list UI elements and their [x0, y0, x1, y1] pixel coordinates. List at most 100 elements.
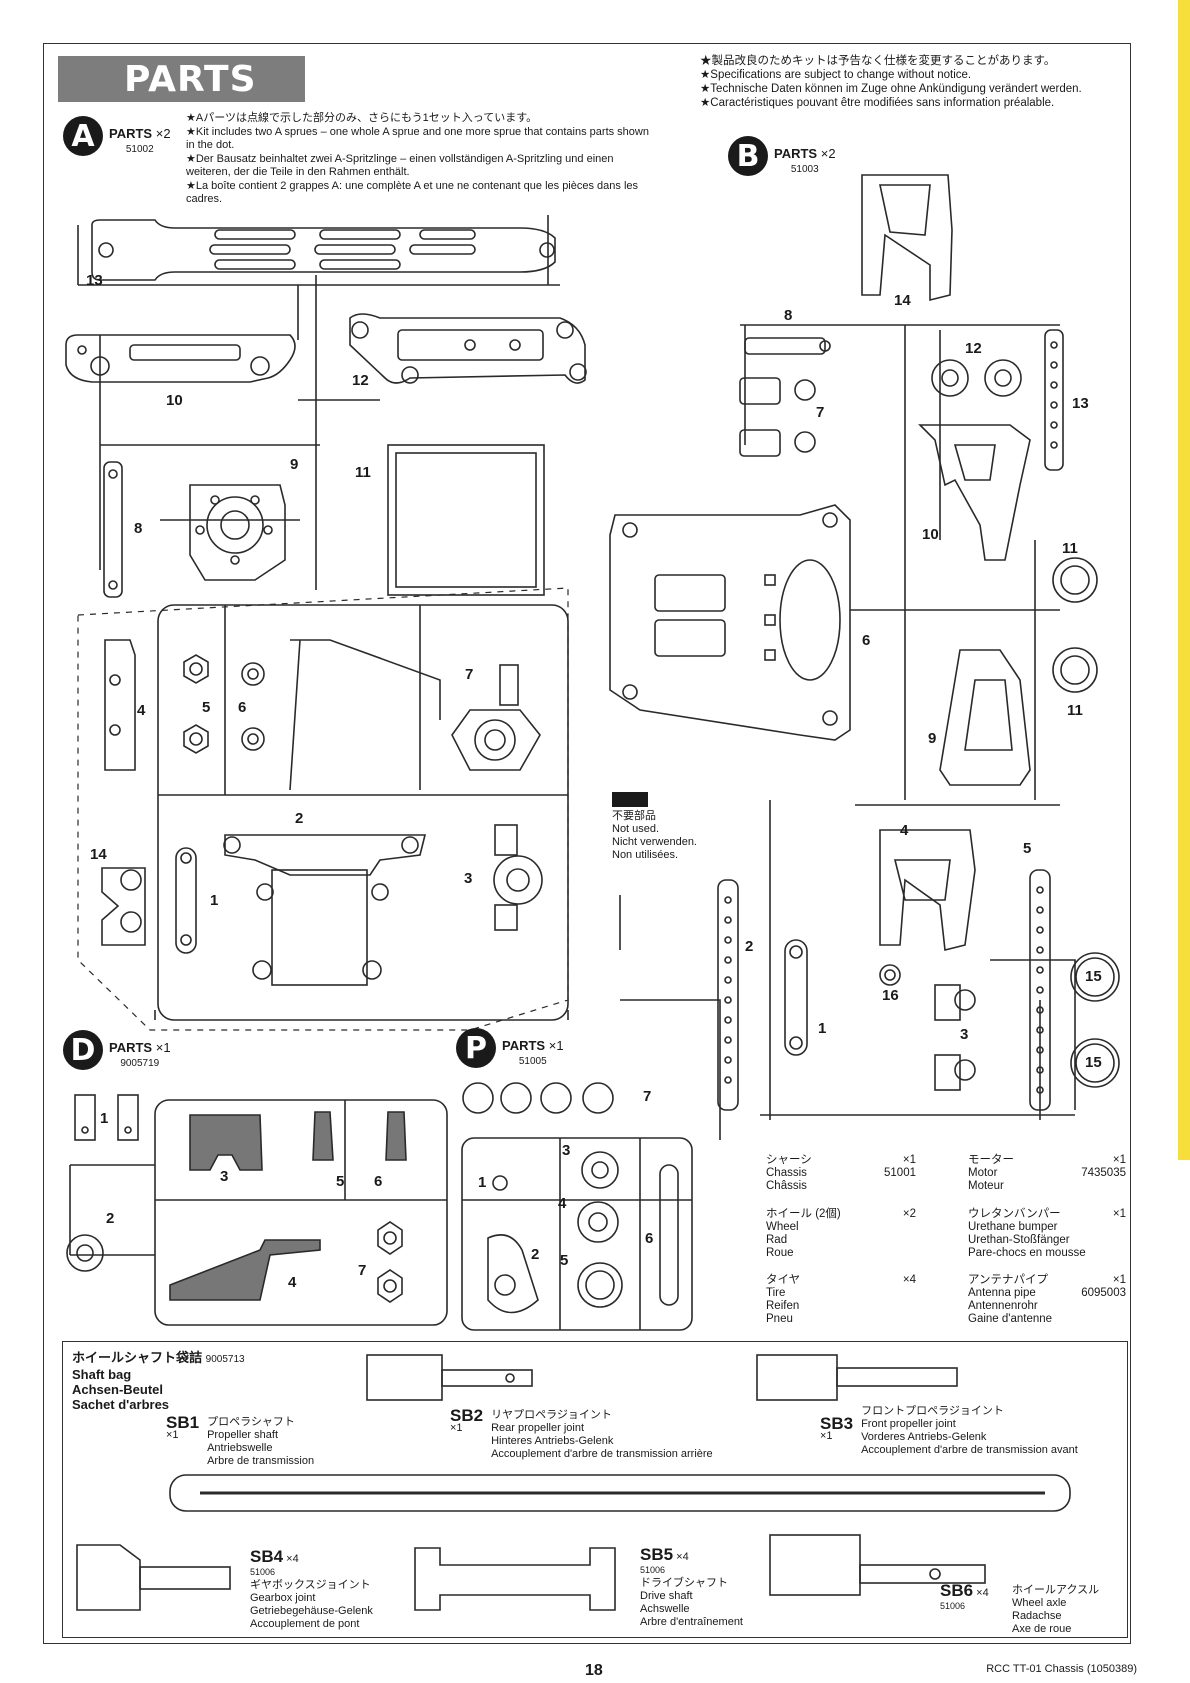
- sprue-a-part-11: [387, 444, 545, 596]
- sprue-b-part-8: [744, 337, 831, 355]
- part-number: 3: [464, 870, 473, 887]
- sb-code: SB5: [640, 1545, 674, 1564]
- part-number: 15: [1085, 968, 1102, 985]
- sprue-b-part-5: [1029, 869, 1051, 1111]
- sprue-p-part-3: [581, 1151, 619, 1189]
- page-frame: [43, 43, 1131, 1644]
- not-used-swatch: [612, 792, 648, 807]
- part-number: 7: [465, 666, 474, 683]
- sprue-d-runners: [69, 1099, 448, 1326]
- part-number: 9: [928, 730, 937, 747]
- spec-note: ★Specifications are subject to change wi…: [700, 69, 972, 81]
- sprue-b-part-12: [931, 359, 1022, 397]
- part-number: 2: [106, 1210, 115, 1227]
- misc-code: 6095003: [1081, 1287, 1126, 1299]
- part-number: 12: [352, 372, 369, 389]
- misc-qty: ×2: [902, 1208, 916, 1220]
- misc-line: Roue: [766, 1247, 794, 1259]
- misc-line: Moteur: [968, 1180, 1004, 1192]
- sprue-a-part-2: [223, 834, 427, 986]
- misc-line: Motor: [968, 1167, 998, 1179]
- part-number: 11: [1062, 540, 1078, 557]
- sprue-a-part-6: [241, 662, 265, 751]
- sprue-a-part-1: [175, 847, 197, 954]
- sb6-drawing: [769, 1534, 986, 1596]
- part-number: 13: [86, 272, 103, 289]
- spec-note: ★Caractéristiques pouvant être modifiées…: [700, 97, 1055, 109]
- sprue-a-part-12: [349, 313, 587, 384]
- misc-item-tire: タイヤ×4 Tire Reifen Pneu: [766, 1274, 916, 1326]
- sb-code: SB6: [940, 1581, 974, 1600]
- sprue-a-part-14: [101, 867, 146, 946]
- sb-line: ギヤボックスジョイント: [250, 1579, 371, 1591]
- part-number: 9: [290, 456, 299, 473]
- sprue-a-part-13: [91, 219, 556, 281]
- sb-code: SB1: [166, 1413, 200, 1432]
- misc-jp: アンテナパイプ: [968, 1274, 1049, 1286]
- part-number: 4: [288, 1274, 297, 1291]
- part-number: 1: [100, 1110, 109, 1127]
- sprue-d-part-6: [385, 1111, 407, 1161]
- sb-qty: ×1: [450, 1422, 463, 1434]
- not-used-text: Not used.: [612, 823, 660, 835]
- sprue-p-header: P PARTS ×1 51005: [456, 1028, 564, 1070]
- sprue-b-badge: B: [728, 136, 768, 176]
- page-title: PARTS: [58, 56, 305, 102]
- shaft-item-sb5: SB5 ×4 51006 ドライブシャフト Drive shaft Achswe…: [640, 1545, 743, 1629]
- sprue-p-part-2: [487, 1234, 539, 1314]
- sb-qty: ×4: [676, 1551, 689, 1563]
- part-number: 6: [238, 699, 247, 716]
- sprue-a-part-7: [451, 664, 541, 771]
- document-id: RCC TT-01 Chassis (1050389): [986, 1663, 1137, 1675]
- sb-line: Radachse: [1012, 1610, 1062, 1622]
- sb-sub: 51006: [250, 1567, 276, 1577]
- sprue-b-part-10: [918, 424, 1031, 561]
- sprue-a-note: ★Kit includes two A sprues – one whole A…: [186, 126, 649, 151]
- sprue-b-part-2: [717, 879, 739, 1111]
- part-number: 13: [1072, 395, 1089, 412]
- sb-line: プロペラシャフト: [207, 1416, 295, 1428]
- sb-line: ドライブシャフト: [640, 1577, 728, 1589]
- part-number: 2: [295, 810, 304, 827]
- part-number: 1: [210, 892, 219, 909]
- sprue-b-part-14: [861, 174, 953, 302]
- sb-line: Wheel axle: [1012, 1597, 1067, 1609]
- sprue-b-header: B PARTS ×2 51003: [728, 136, 836, 178]
- sb-line: Getriebegehäuse-Gelenk: [250, 1605, 373, 1617]
- sb-line: Achswelle: [640, 1603, 690, 1615]
- sprue-b-runners: [619, 324, 1076, 1140]
- shaft-bag-code: 9005713: [205, 1354, 245, 1365]
- sb-line: Antriebswelle: [207, 1442, 273, 1454]
- misc-line: Tire: [766, 1287, 786, 1299]
- sb-line: Rear propeller joint: [491, 1422, 585, 1434]
- sb-qty: ×1: [166, 1429, 179, 1441]
- misc-line: Rad: [766, 1234, 788, 1246]
- misc-qty: ×1: [1112, 1208, 1126, 1220]
- sb1-drawing: [169, 1474, 1071, 1512]
- sprue-b-label: PARTS: [774, 146, 818, 161]
- sb-line: Propeller shaft: [207, 1429, 279, 1441]
- not-used-text: Nicht verwenden.: [612, 836, 697, 848]
- sprue-a-header: A PARTS ×2 51002: [63, 116, 171, 158]
- shaft-bag-jp: ホイールシャフト袋詰: [72, 1350, 203, 1365]
- sprue-p-code: 51005: [518, 1056, 547, 1067]
- spec-note: ★製品改良のためキットは予告なく仕様を変更することがあります。: [700, 55, 1056, 67]
- sprue-p-runners: [461, 1137, 693, 1331]
- sb-line: Front propeller joint: [861, 1418, 956, 1430]
- part-number: 11: [355, 464, 371, 481]
- sprue-p-part-4: [577, 1201, 619, 1243]
- sb-line: Arbre de transmission: [207, 1455, 315, 1467]
- part-number: 16: [882, 987, 899, 1004]
- sb-qty: ×4: [286, 1553, 299, 1565]
- sprue-a-note: ★La boîte contient 2 grappes A: une comp…: [186, 180, 639, 205]
- misc-line: Antenna pipe: [968, 1287, 1036, 1299]
- sb-line: Accouplement de pont: [250, 1618, 360, 1630]
- sb-line: Accouplement d'arbre de transmission ava…: [861, 1444, 1078, 1456]
- sprue-p-badge: P: [456, 1028, 496, 1068]
- spec-notes: ★製品改良のためキットは予告なく仕様を変更することがあります。 ★Specifi…: [700, 54, 1082, 110]
- sprue-b-part-7: [739, 377, 816, 457]
- sprue-b-part-3: [934, 984, 976, 1091]
- sprue-d-part-1: [74, 1094, 139, 1141]
